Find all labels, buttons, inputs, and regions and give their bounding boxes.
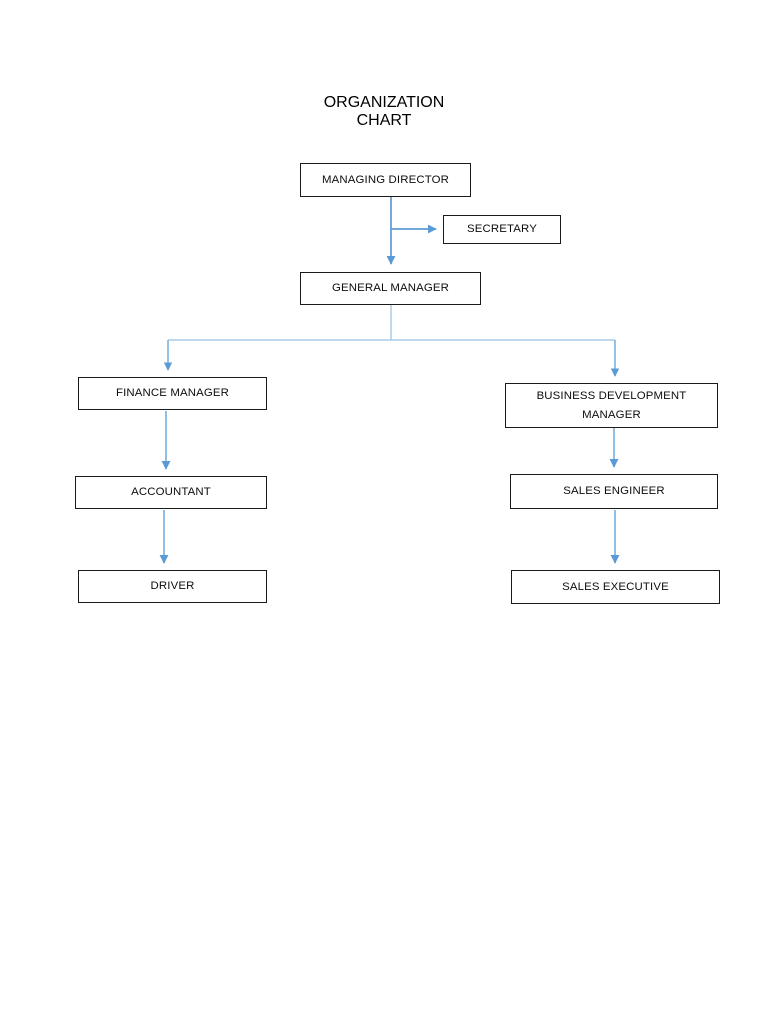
- page-title: ORGANIZATION CHART: [299, 94, 469, 130]
- node-accountant[interactable]: ACCOUNTANT: [75, 476, 267, 509]
- node-label: FINANCE MANAGER: [115, 387, 229, 400]
- node-label: GENERAL MANAGER: [331, 282, 450, 295]
- node-label: BUSINESS DEVELOPMENT MANAGER: [536, 389, 687, 421]
- node-sales-engineer[interactable]: SALES ENGINEER: [510, 474, 718, 509]
- node-label: SALES ENGINEER: [563, 485, 665, 498]
- node-business-development-manager[interactable]: BUSINESS DEVELOPMENT MANAGER: [505, 383, 718, 428]
- page-title-text: ORGANIZATION CHART: [323, 94, 445, 129]
- node-general-manager[interactable]: GENERAL MANAGER: [300, 272, 481, 305]
- node-label: SALES EXECUTIVE: [562, 580, 669, 593]
- node-managing-director[interactable]: MANAGING DIRECTOR: [300, 163, 471, 197]
- node-sales-executive[interactable]: SALES EXECUTIVE: [511, 570, 720, 604]
- node-finance-manager[interactable]: FINANCE MANAGER: [78, 377, 267, 410]
- node-label: SECRETARY: [467, 223, 537, 236]
- edge-general-manager-split: [163, 305, 620, 377]
- node-label: ACCOUNTANT: [131, 486, 211, 499]
- node-secretary[interactable]: SECRETARY: [443, 215, 561, 244]
- node-label: DRIVER: [150, 580, 195, 593]
- node-driver[interactable]: DRIVER: [78, 570, 267, 603]
- node-label: MANAGING DIRECTOR: [321, 173, 449, 186]
